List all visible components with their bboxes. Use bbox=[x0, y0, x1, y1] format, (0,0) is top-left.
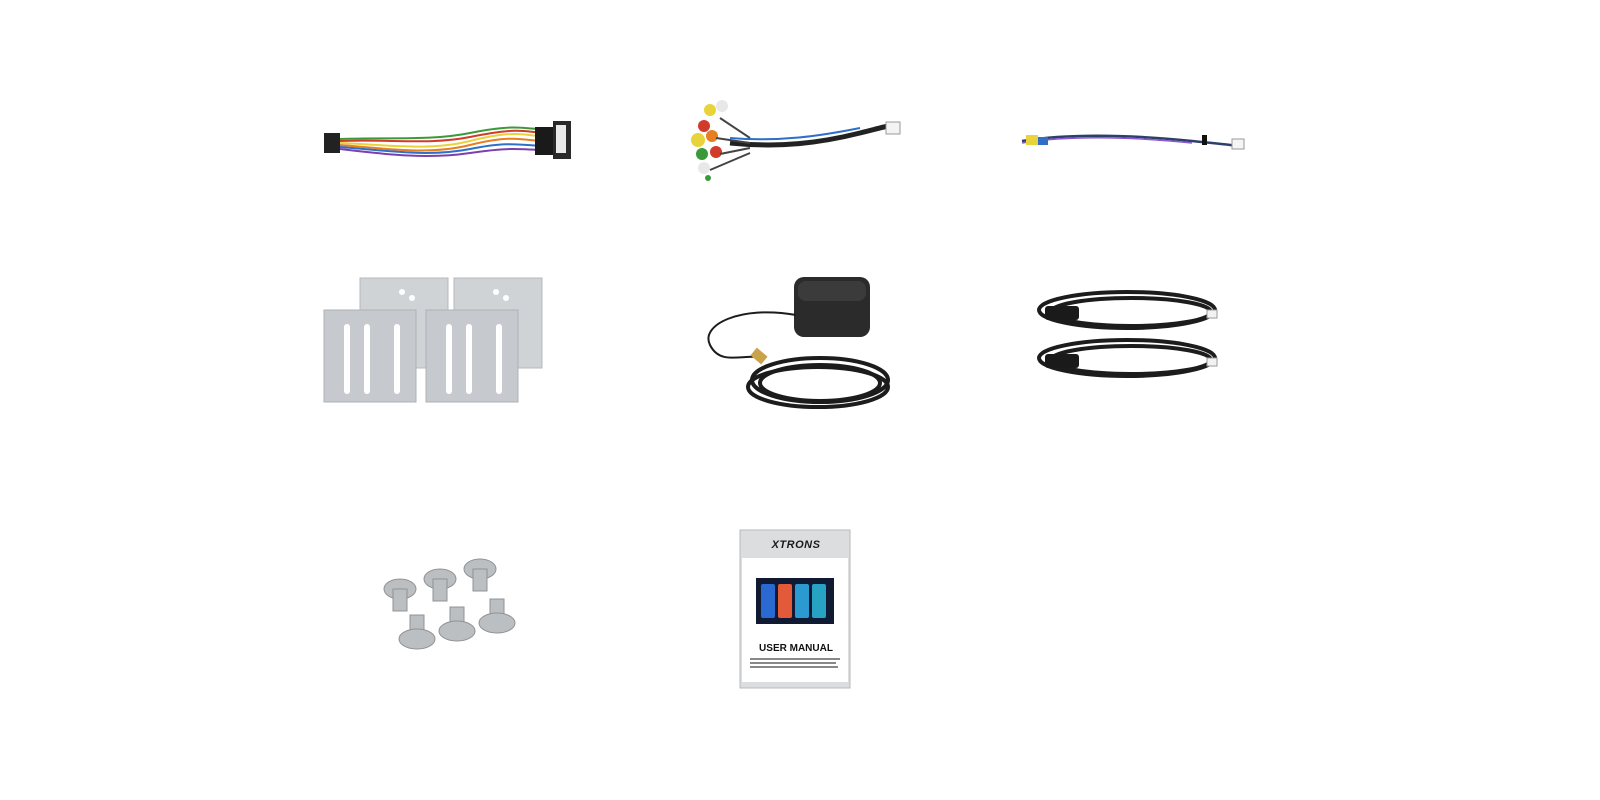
user-manual: XTRONS USER MANUAL bbox=[739, 529, 852, 690]
usb-cables bbox=[1035, 288, 1225, 383]
wiring-harness-icon bbox=[324, 121, 571, 159]
gps-antenna bbox=[700, 275, 895, 415]
manual-title: USER MANUAL bbox=[759, 643, 833, 654]
mounting-bracket-icon bbox=[323, 277, 543, 403]
manual-brand: XTRONS bbox=[771, 539, 821, 551]
rca-cable-icon bbox=[691, 100, 901, 181]
screw-set bbox=[378, 555, 523, 660]
gps-antenna-icon bbox=[707, 277, 890, 409]
usb-cable-icon bbox=[1037, 290, 1218, 378]
screw-icon bbox=[383, 558, 516, 650]
user-manual-icon bbox=[739, 529, 851, 689]
rca-harness bbox=[690, 98, 905, 183]
camera-cable-icon bbox=[1021, 134, 1245, 150]
main-wiring-harness bbox=[320, 115, 580, 165]
mounting-brackets bbox=[322, 277, 544, 403]
camera-cable bbox=[1012, 125, 1247, 157]
